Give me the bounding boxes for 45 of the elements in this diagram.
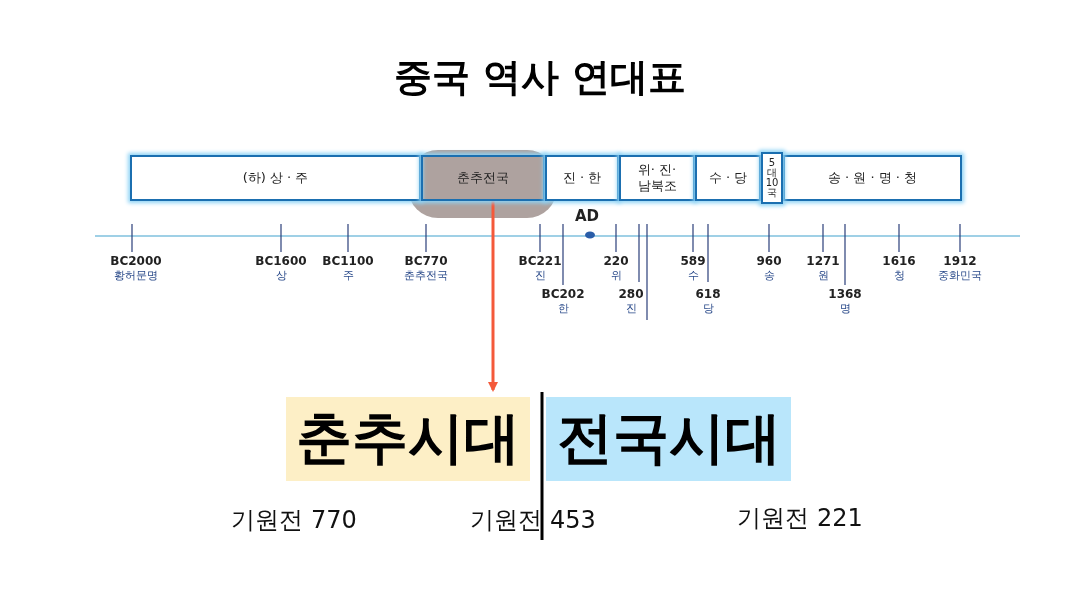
dynasty-label: 황허문명 [114,268,158,283]
dynasty-label: 주 [342,268,354,283]
period-box: 진 · 한 [545,155,619,201]
year-label: BC221 [518,254,562,268]
dynasty-label: 청 [893,268,905,283]
dynasty-label: 상 [275,268,287,283]
title: 중국 역사 연대표 [392,54,688,101]
year-label: 280 [618,287,644,301]
period-box: 위· 진· 남북조 [619,155,695,201]
year-label: 1368 [828,287,862,301]
year-label: BC202 [541,287,585,301]
dynasty-label: 원 [817,268,829,283]
year-label: BC2000 [110,254,162,268]
era-marker-label: AD [574,207,600,225]
year-label: BC770 [404,254,448,268]
year-label: 960 [756,254,782,268]
year-label: 기원전 221 [737,503,863,534]
period-box: 춘추전국 [421,155,545,201]
era-box: 전국시대 [546,397,791,481]
year-label: BC1600 [255,254,307,268]
dynasty-label: 춘추전국 [404,268,448,283]
dynasty-label: 진 [625,301,637,316]
period-box: 송 · 원 · 명 · 청 [783,155,962,201]
year-label: 1912 [943,254,977,268]
year-label: 1616 [882,254,916,268]
year-label: 기원전 453 [470,505,596,536]
year-label: 220 [603,254,629,268]
year-label: 589 [680,254,706,268]
period-box: (하) 상 · 주 [130,155,421,201]
dynasty-label: 위 [610,268,622,283]
dynasty-label: 명 [839,301,851,316]
year-label: 1271 [806,254,840,268]
period-box: 수 · 당 [695,155,761,201]
dynasty-label: 당 [702,301,714,316]
era-box: 춘추시대 [286,397,530,481]
dynasty-label: 송 [763,268,775,283]
dynasty-label: 진 [534,268,546,283]
dynasty-label: 한 [557,301,569,316]
year-label: 기원전 770 [231,505,357,536]
dynasty-label: 중화민국 [938,268,982,283]
period-box: 5대10국 [761,152,783,204]
dynasty-label: 수 [687,268,699,283]
arrow [488,201,498,392]
year-label: BC1100 [322,254,374,268]
year-label: 618 [695,287,721,301]
